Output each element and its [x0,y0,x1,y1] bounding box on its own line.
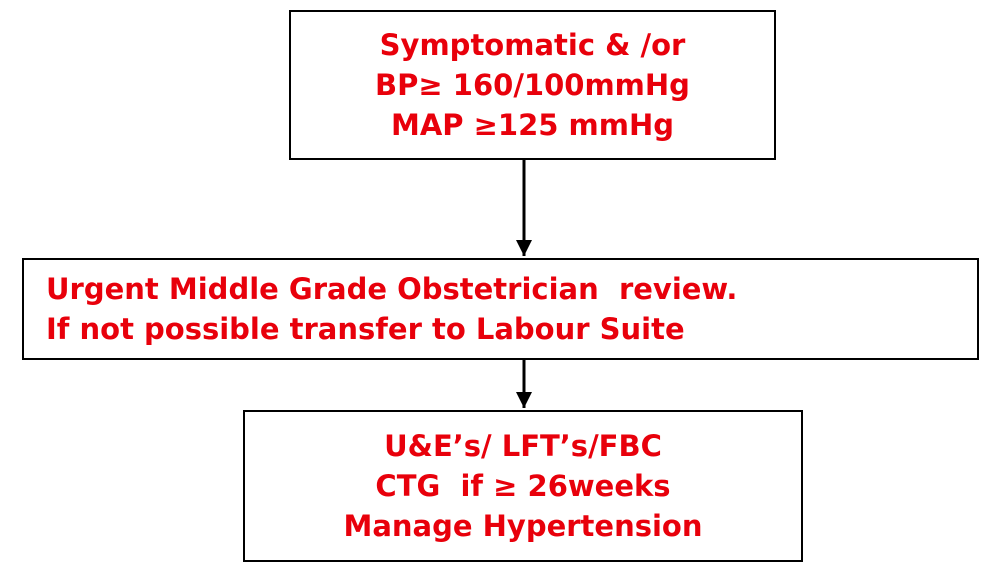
step-urgent-review-box: Urgent Middle Grade Obstetrician review.… [22,258,979,360]
arrowhead-step1-to-step2 [516,240,532,256]
step-symptomatic-line-3: MAP ≥125 mmHg [390,108,675,142]
step-investigations-line-1: U&E’s/ LFT’s/FBC [384,429,662,463]
step-symptomatic-line-2: BP≥ 160/100mmHg [375,68,690,102]
step-urgent-review-line-1: Urgent Middle Grade Obstetrician review. [46,272,738,306]
step-symptomatic-line-1: Symptomatic & /or [379,28,686,62]
arrowhead-step2-to-step3 [516,392,532,408]
step-urgent-review-line-2: If not possible transfer to Labour Suite [46,312,685,346]
step-investigations-line-3: Manage Hypertension [343,509,703,543]
step-investigations-line-2: CTG if ≥ 26weeks [375,469,671,503]
step-investigations-box: U&E’s/ LFT’s/FBC CTG if ≥ 26weeks Manage… [243,410,803,562]
step-symptomatic-box: Symptomatic & /or BP≥ 160/100mmHg MAP ≥1… [289,10,776,160]
